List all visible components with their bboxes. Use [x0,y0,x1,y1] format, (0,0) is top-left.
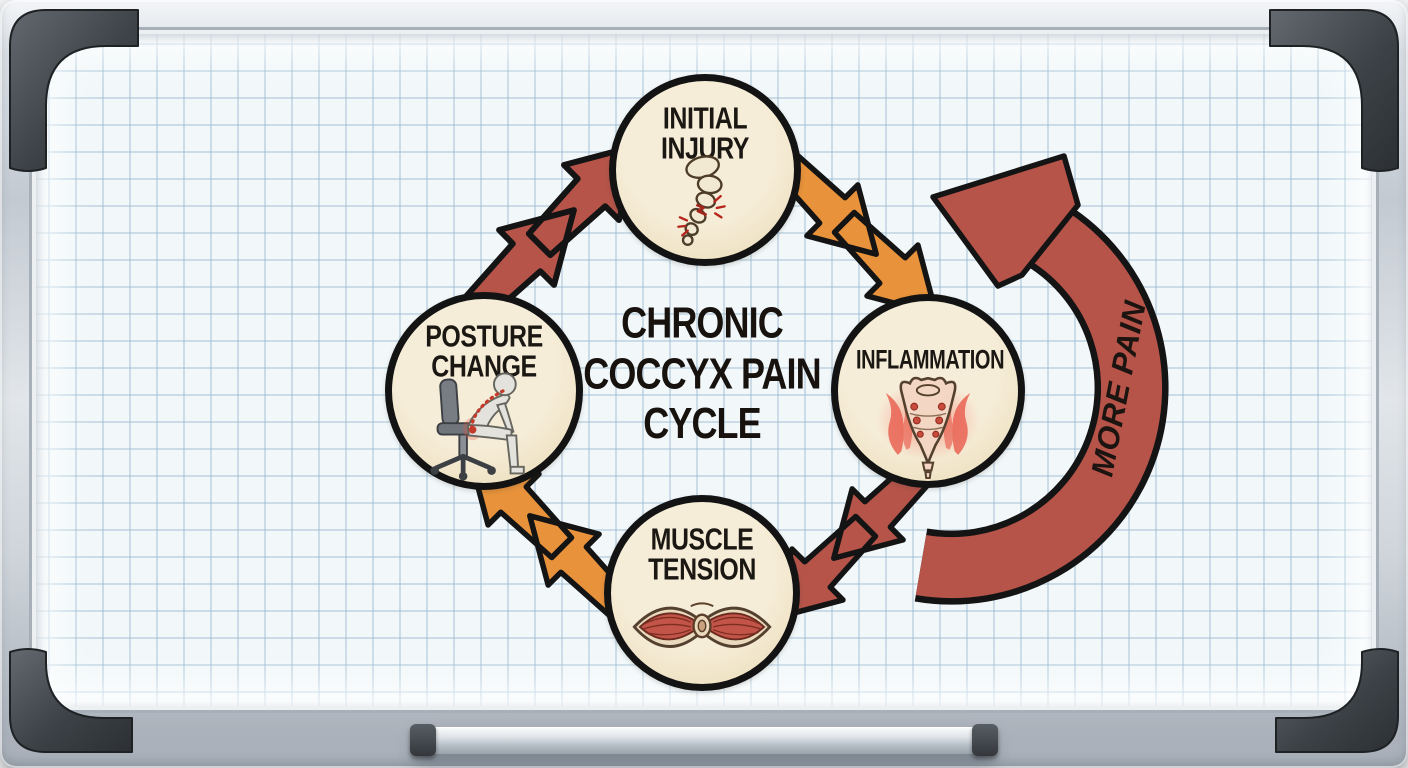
node-initial-injury: INITIAL INJURY [609,74,801,266]
title-line: CYCLE [643,399,761,448]
tray-endcap-left [410,724,436,756]
diagram-title: CHRONIC COCCYX PAIN CYCLE [583,299,821,449]
marker-tray [410,724,998,756]
node-initial-injury-label: INITIAL INJURY [628,102,781,165]
muscle-fibers [643,616,761,636]
node-inflammation-label: INFLAMMATION [856,344,1005,376]
sacral-foramina [910,402,946,438]
tray-endcap-right [972,724,998,756]
fracture-crack [695,203,708,217]
label-line: POSTURE [425,320,543,355]
inflamed-sacrum-icon [876,376,980,479]
slumped-sitting-posture-icon [430,372,525,481]
node-muscle-tension: MUSCLE TENSION [604,495,800,691]
impact-sparks [677,194,726,237]
node-inflammation: INFLAMMATION [831,294,1025,488]
pelvic-floor-muscles-icon [632,602,772,648]
node-posture-change-label: POSTURE CHANGE [405,320,563,385]
label-line: INFLAMMATION [856,344,1005,376]
label-line: TENSION [648,553,756,588]
spine-curve [470,389,505,431]
node-muscle-tension-label: MUSCLE TENSION [624,523,781,588]
slumped-person [463,372,525,475]
sacrum-bone [899,376,957,468]
sacral-ridges [909,412,947,431]
label-line: INITIAL [662,102,748,137]
label-line: MUSCLE [650,523,754,558]
fractured-coccyx-icon [677,155,726,246]
title-line: CHRONIC [621,299,784,348]
coccyx-tip [921,461,935,479]
label-line: CHANGE [431,350,537,385]
tailbone-pain-dot [468,426,477,434]
node-posture-change: POSTURE CHANGE [385,292,583,490]
title-line: COCCYX PAIN [583,349,821,398]
